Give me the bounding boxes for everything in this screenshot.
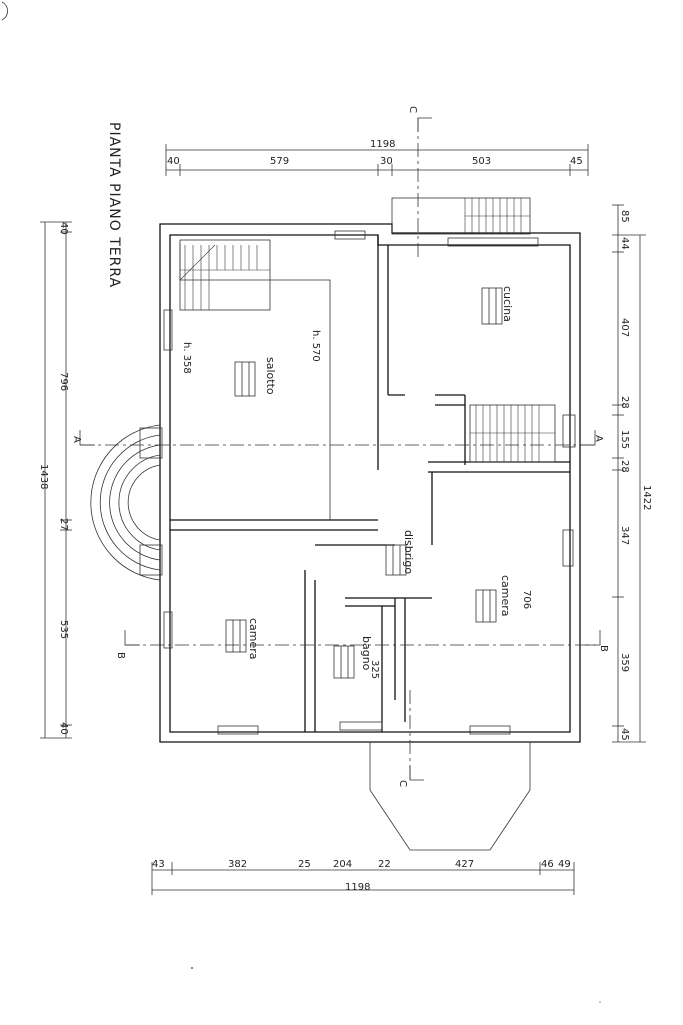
- bottom-total-dim: 1198: [345, 882, 370, 893]
- bottom-dim-seg-8: 49: [558, 859, 571, 870]
- room-label-camera-right: camera: [499, 575, 512, 617]
- top-total-dim: 1198: [370, 139, 395, 150]
- top-dimension-chain: 1198 40 579 30 503 45: [165, 139, 589, 176]
- window-marks: [163, 230, 574, 735]
- right-dim-seg-8: 359: [619, 653, 630, 672]
- stair-middle-right: [469, 404, 576, 463]
- right-dim-seg-4: 28: [619, 396, 630, 409]
- room-data-box-camera-left: [225, 619, 247, 653]
- room-data-boxes: [225, 287, 503, 679]
- top-dim-seg-3: 30: [380, 156, 393, 167]
- bottom-dim-seg-5: 22: [378, 859, 391, 870]
- room-label-bagno: bagno: [360, 636, 373, 671]
- left-dimension-chain: 40 796 1438 27 535 40: [38, 221, 72, 739]
- scan-speck: [599, 1001, 601, 1003]
- bottom-dimension-chain: 43 382 25 204 22 427 46 49 1198: [151, 859, 575, 895]
- section-lines: A A B B C C: [71, 106, 609, 787]
- room-label-camera-left: camera: [247, 618, 260, 660]
- right-dim-seg-3: 407: [619, 318, 630, 337]
- section-c-label-bottom: C: [397, 780, 408, 787]
- right-dim-seg-2: 44: [619, 237, 630, 250]
- room-label-salotto: salotto: [264, 357, 277, 395]
- bottom-dim-seg-3: 25: [298, 859, 311, 870]
- room-data-box-camera-right: [475, 589, 497, 623]
- bottom-dim-seg-1: 43: [152, 859, 165, 870]
- height-salotto-stair: h. 358: [181, 342, 192, 374]
- plan-title: PIANTA PIANO TERRA: [106, 122, 122, 288]
- right-dimension-chain: 85 44 407 28 155 28 1422 347 359 45: [612, 204, 652, 743]
- top-dim-seg-4: 503: [472, 156, 491, 167]
- right-total-dim: 1422: [641, 485, 652, 510]
- bagno-width-dim: 325: [369, 660, 380, 679]
- room-data-box-salotto: [234, 361, 256, 397]
- top-dim-seg-2: 579: [270, 156, 289, 167]
- bottom-dim-seg-7: 46: [541, 859, 554, 870]
- scan-speck: [191, 967, 193, 969]
- room-label-disbrigo: disbrigo: [402, 530, 415, 574]
- left-total-dim: 1438: [38, 464, 49, 489]
- left-dim-seg-3: 27: [58, 518, 69, 531]
- left-dim-seg-1: 40: [58, 222, 69, 235]
- scan-corner-mark: [1, 1, 8, 21]
- stair-top-left: [179, 239, 271, 311]
- camera-depth-dim: 706: [521, 590, 532, 609]
- bay-projection: [369, 742, 531, 851]
- room-data-box-disbrigo: [385, 544, 407, 576]
- right-dim-seg-9: 45: [619, 728, 630, 741]
- top-dim-seg-5: 45: [570, 156, 583, 167]
- top-dim-seg-1: 40: [167, 156, 180, 167]
- room-data-box-cucina: [481, 287, 503, 325]
- entrance-steps: [90, 424, 163, 581]
- bottom-dim-seg-2: 382: [228, 859, 247, 870]
- right-dim-seg-5: 155: [619, 430, 630, 449]
- section-a-label-left: A: [71, 436, 82, 443]
- interior-walls: [170, 235, 570, 732]
- stair-top-right: [391, 197, 531, 235]
- left-dim-seg-5: 40: [58, 722, 69, 735]
- left-dim-seg-2: 796: [58, 372, 69, 391]
- section-a-label-right: A: [593, 435, 604, 442]
- right-dim-seg-6: 28: [619, 460, 630, 473]
- room-label-cucina: cucina: [501, 286, 514, 322]
- section-c-label-top: C: [407, 106, 418, 113]
- right-dim-seg-7: 347: [619, 526, 630, 545]
- section-b-label-left: B: [115, 652, 126, 659]
- bottom-dim-seg-6: 427: [455, 859, 474, 870]
- left-dim-seg-4: 535: [58, 620, 69, 639]
- right-dim-seg-1: 85: [619, 210, 630, 223]
- room-data-box-bagno: [333, 645, 355, 679]
- section-b-label-right: B: [598, 645, 609, 652]
- height-salotto: h. 570: [310, 330, 321, 362]
- bottom-dim-seg-4: 204: [333, 859, 352, 870]
